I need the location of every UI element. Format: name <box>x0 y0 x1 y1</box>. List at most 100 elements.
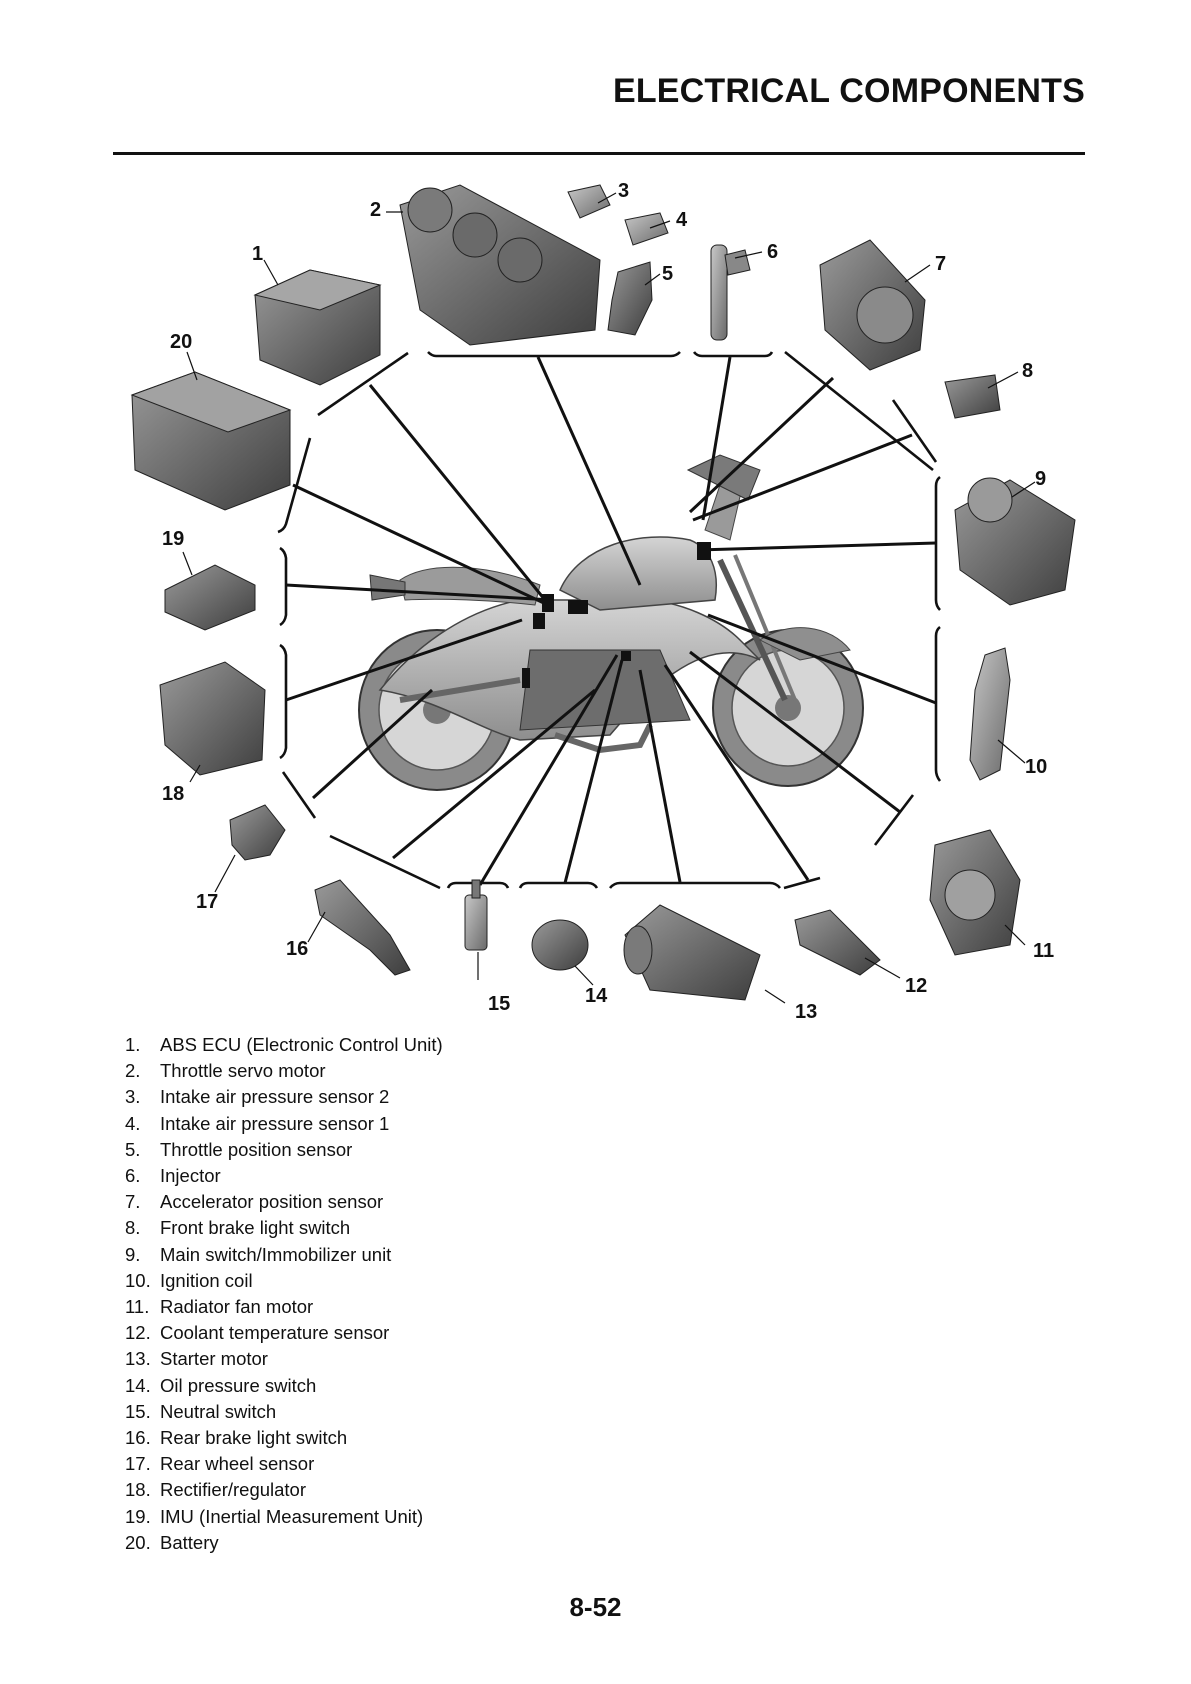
callout-leaders <box>182 192 1036 1004</box>
legend-item: 1.ABS ECU (Electronic Control Unit) <box>125 1032 443 1058</box>
legend-number: 2. <box>125 1060 141 1082</box>
callout-19: 19 <box>162 528 184 550</box>
legend-item: 6. Injector <box>125 1163 443 1189</box>
neutral-switch-illustration <box>464 879 488 951</box>
callout-11: 11 <box>1033 940 1054 962</box>
legend-item: 16. Rear brake light switch <box>125 1425 443 1451</box>
legend-label: Throttle servo motor <box>160 1060 326 1082</box>
legend-item: 13. Starter motor <box>125 1346 443 1372</box>
throttle-position-sensor-illustration <box>607 261 653 336</box>
legend-item: 9.Main switch/Immobilizer unit <box>125 1242 443 1268</box>
legend-number: 14. <box>125 1374 151 1396</box>
callout-13: 13 <box>795 1001 817 1023</box>
legend-number: 13. <box>125 1348 151 1370</box>
legend-label: Coolant temperature sensor <box>160 1322 390 1344</box>
legend-number: 19. <box>125 1505 151 1527</box>
title-rule <box>113 152 1085 155</box>
legend-label: Neutral switch <box>160 1400 277 1422</box>
legend-item: 7. Accelerator position sensor <box>125 1189 443 1215</box>
legend-item: 19. IMU (Inertial Measurement Unit) <box>125 1504 443 1530</box>
page-title: ELECTRICAL COMPONENTS <box>612 72 1085 110</box>
legend-number: 8. <box>125 1217 141 1239</box>
legend-label: Starter motor <box>160 1348 268 1370</box>
rectifier-illustration <box>159 661 266 776</box>
component-legend: 1.ABS ECU (Electronic Control Unit) 2. Th… <box>125 1032 443 1556</box>
throttle-servo-illustration <box>399 184 601 346</box>
legend-item: 17. Rear wheel sensor <box>125 1451 443 1477</box>
legend-label: Battery <box>160 1531 219 1553</box>
callout-5: 5 <box>662 263 673 285</box>
legend-label: Front brake light switch <box>160 1217 351 1239</box>
legend-number: 6. <box>125 1165 141 1187</box>
legend-item: 15. Neutral switch <box>125 1399 443 1425</box>
legend-item: 10. Ignition coil <box>125 1268 443 1294</box>
legend-label: Ignition coil <box>160 1269 253 1291</box>
callout-numbers: 1 2 3 4 5 6 7 8 9 10 11 12 13 14 15 16 1… <box>162 180 1054 1023</box>
legend-number: 16. <box>125 1427 151 1449</box>
bracket-arcs <box>277 350 942 890</box>
callout-7: 7 <box>935 253 946 275</box>
callout-9: 9 <box>1035 468 1046 490</box>
rear-brake-switch-illustration <box>314 879 411 976</box>
legend-label: Radiator fan motor <box>160 1296 314 1318</box>
accelerator-sensor-illustration <box>819 239 926 371</box>
legend-item: 4. Intake air pressure sensor 1 <box>125 1111 443 1137</box>
callout-12: 12 <box>905 975 927 997</box>
legend-number: 1. <box>125 1034 141 1055</box>
starter-motor-illustration <box>623 904 761 1001</box>
callout-3: 3 <box>618 180 629 202</box>
rear-wheel-sensor-illustration <box>229 804 286 861</box>
legend-item: 12. Coolant temperature sensor <box>125 1320 443 1346</box>
legend-number: 9. <box>125 1243 141 1265</box>
oil-pressure-switch-illustration <box>531 919 589 971</box>
imu-illustration <box>164 564 256 631</box>
callout-1: 1 <box>252 243 263 265</box>
callout-6: 6 <box>767 241 778 263</box>
abs-ecu-illustration <box>253 269 382 386</box>
radiator-fan-illustration <box>929 829 1021 956</box>
callout-16: 16 <box>286 938 308 960</box>
legend-label: IMU (Inertial Measurement Unit) <box>160 1505 424 1527</box>
legend-number: 15. <box>125 1400 151 1422</box>
legend-number: 12. <box>125 1322 151 1344</box>
legend-number: 11. <box>125 1296 150 1318</box>
legend-label: Throttle position sensor <box>160 1138 353 1160</box>
callout-20: 20 <box>170 331 192 353</box>
legend-number: 3. <box>125 1086 141 1108</box>
battery-illustration <box>130 371 292 511</box>
legend-item: 5. Throttle position sensor <box>125 1137 443 1163</box>
legend-number: 17. <box>125 1453 151 1475</box>
legend-label: Injector <box>160 1165 221 1187</box>
component-diagram: 1 2 3 4 5 6 7 8 9 10 11 12 13 14 15 16 1… <box>130 180 1076 1023</box>
callout-2: 2 <box>370 199 381 221</box>
callout-15: 15 <box>488 993 510 1015</box>
injector-illustration <box>710 244 751 341</box>
legend-item: 18.Rectifier/regulator <box>125 1477 443 1503</box>
legend-number: 18. <box>125 1479 151 1501</box>
legend-label: Intake air pressure sensor 1 <box>160 1112 390 1134</box>
legend-number: 10. <box>125 1269 151 1291</box>
motorcycle-illustration <box>358 454 864 791</box>
legend-item: 2. Throttle servo motor <box>125 1058 443 1084</box>
intake-sensor-2-illustration <box>567 184 611 219</box>
legend-number: 20. <box>125 1531 151 1553</box>
callout-4: 4 <box>676 209 688 231</box>
callout-10: 10 <box>1025 756 1047 778</box>
callout-8: 8 <box>1022 360 1033 382</box>
legend-number: 4. <box>125 1112 141 1134</box>
front-brake-switch-illustration <box>944 374 1001 419</box>
legend-label: Accelerator position sensor <box>160 1191 384 1213</box>
legend-number: 7. <box>125 1191 141 1213</box>
callout-14: 14 <box>585 985 608 1007</box>
callout-17: 17 <box>196 891 218 913</box>
legend-label: Oil pressure switch <box>160 1374 317 1396</box>
legend-number: 5. <box>125 1138 141 1160</box>
connection-markers <box>522 542 711 688</box>
legend-item: 8. Front brake light switch <box>125 1215 443 1241</box>
legend-item: 11. Radiator fan motor <box>125 1294 443 1320</box>
intake-sensor-1-illustration <box>624 212 669 246</box>
legend-label: Rear wheel sensor <box>160 1453 315 1475</box>
coolant-sensor-illustration <box>794 909 881 976</box>
legend-item: 14. Oil pressure switch <box>125 1373 443 1399</box>
legend-label: Rear brake light switch <box>160 1427 348 1449</box>
